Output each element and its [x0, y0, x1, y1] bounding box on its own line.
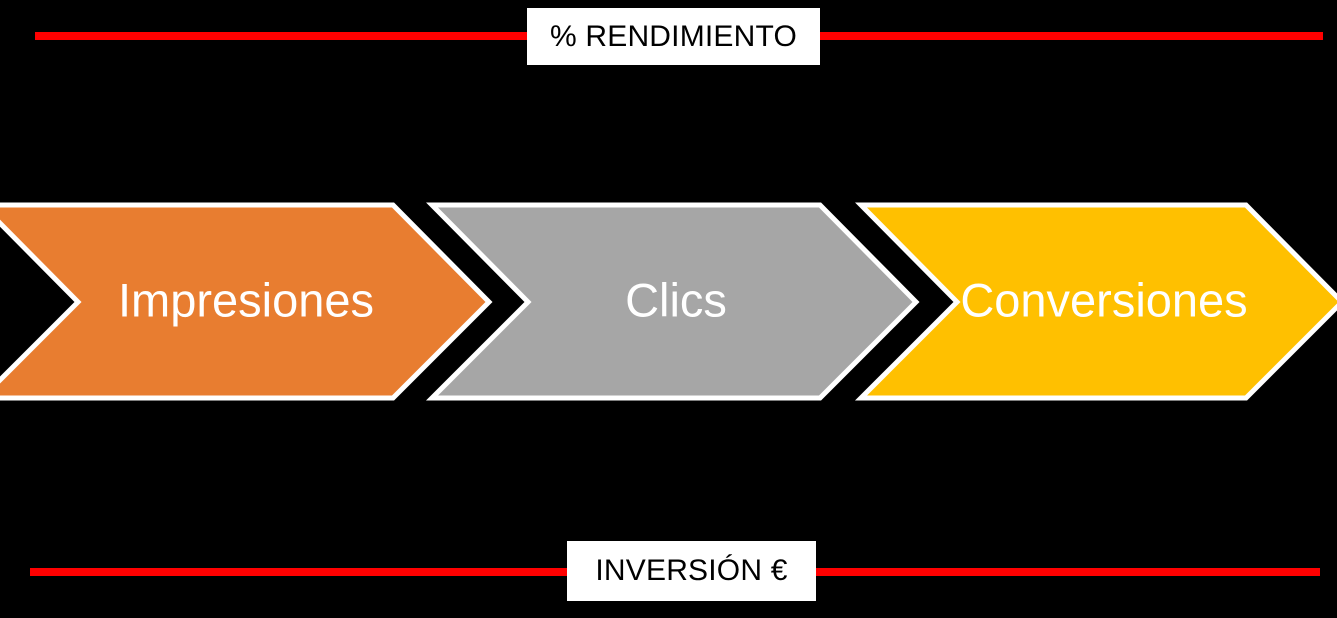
chevron-stage-1[interactable]: Impresiones [0, 202, 493, 401]
chevron-label-impresiones: Impresiones [118, 273, 374, 326]
chevron-shape-impresiones[interactable] [0, 202, 493, 401]
chevron-label-conversiones: Conversiones [960, 273, 1247, 326]
chevron-label-clics: Clics [625, 273, 727, 326]
chevron-shape-conversiones[interactable] [854, 202, 1337, 401]
bottom-caption-label: INVERSIÓN € [595, 554, 788, 587]
chevron-shape-clics[interactable] [425, 202, 920, 401]
chevron-stage-3[interactable]: Conversiones [854, 202, 1337, 401]
top-caption-rendimiento: % RENDIMIENTO [527, 8, 820, 65]
bottom-caption-inversion: INVERSIÓN € [567, 541, 816, 601]
chevron-stage-2[interactable]: Clics [425, 202, 920, 401]
top-caption-label: % RENDIMIENTO [549, 19, 798, 53]
